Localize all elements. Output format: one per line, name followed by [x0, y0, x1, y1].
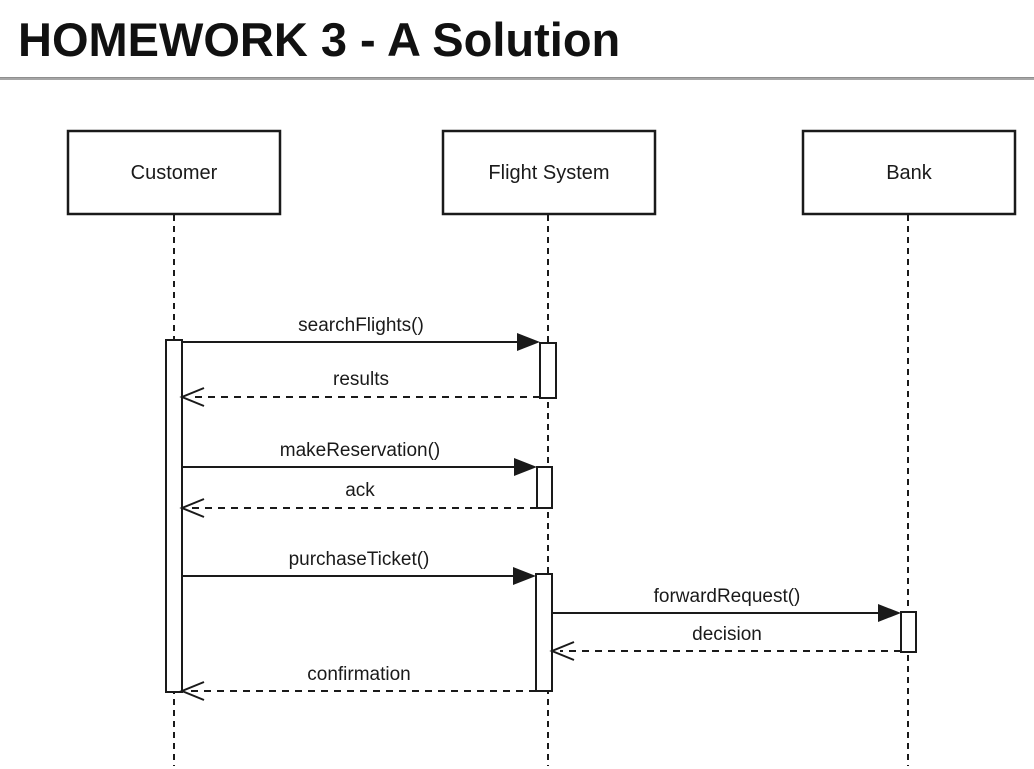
message-results-label: results — [333, 369, 389, 390]
message-forwardrequest: forwardRequest() — [552, 586, 901, 622]
activation-bank — [900, 611, 917, 653]
message-makereservation-arrowhead-icon — [514, 458, 537, 476]
message-decision-arrowhead-icon — [549, 641, 575, 661]
activation-bars — [165, 339, 917, 693]
message-purchaseticket-arrowhead-icon — [513, 567, 536, 585]
message-searchflights-arrowhead-icon — [517, 333, 540, 351]
activation-flight-system-1 — [539, 342, 557, 399]
message-ack-arrowhead-icon — [179, 498, 205, 518]
actor-label-customer: Customer — [131, 162, 218, 184]
message-results-arrowhead-icon — [179, 387, 205, 407]
actor-label-bank: Bank — [886, 162, 933, 184]
message-forwardrequest-arrowhead-icon — [878, 604, 901, 622]
message-makereservation: makeReservation() — [182, 440, 537, 476]
activation-customer — [165, 339, 183, 693]
message-searchflights-label: searchFlights() — [298, 315, 424, 336]
message-decision-label: decision — [692, 624, 762, 645]
actor-box-flight-system — [441, 129, 657, 216]
title-divider — [0, 77, 1034, 80]
message-decision: decision — [549, 624, 901, 661]
actor-box-customer — [66, 129, 282, 216]
message-purchaseticket-label: purchaseTicket() — [289, 549, 430, 570]
message-confirmation: confirmation — [179, 664, 536, 701]
actor-label-flight-system: Flight System — [488, 162, 609, 184]
page-title: HOMEWORK 3 - A Solution — [18, 13, 621, 66]
activation-flight-system-2 — [536, 466, 553, 509]
message-ack: ack — [179, 480, 537, 518]
actor-box-bank — [801, 129, 1017, 216]
message-searchflights: searchFlights() — [182, 315, 540, 351]
message-makereservation-label: makeReservation() — [280, 440, 441, 461]
message-purchaseticket: purchaseTicket() — [182, 549, 536, 585]
activation-flight-system-3 — [535, 573, 553, 692]
message-confirmation-label: confirmation — [307, 664, 411, 685]
message-results: results — [179, 369, 540, 407]
actor-customer: Customer — [66, 129, 282, 216]
message-forwardrequest-label: forwardRequest() — [654, 586, 801, 607]
message-ack-label: ack — [345, 480, 375, 501]
message-confirmation-arrowhead-icon — [179, 681, 205, 701]
actor-flight-system: Flight System — [441, 129, 657, 216]
actor-bank: Bank — [801, 129, 1017, 216]
